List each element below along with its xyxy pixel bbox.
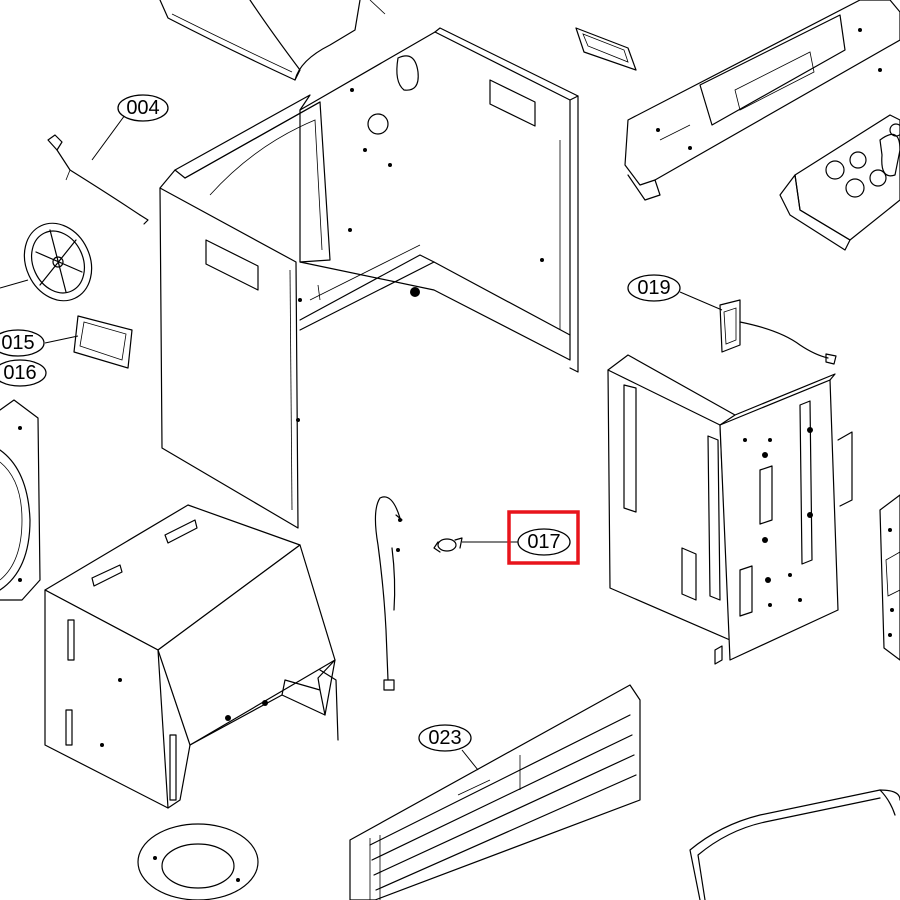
part-017-thermostat [433, 537, 520, 553]
display-knob-board [779, 114, 900, 251]
callout-023: 023 [418, 724, 472, 752]
callout-016-label: 016 [3, 362, 36, 384]
small-bracket-top [575, 27, 637, 71]
callout-023-label: 023 [428, 727, 461, 749]
callout-015-label: 015 [1, 332, 34, 354]
right-chassis-frame [607, 354, 853, 665]
part-016-side-panel [0, 399, 41, 601]
callout-015: 015 [0, 329, 45, 357]
callout-017: 017 [507, 510, 580, 565]
main-cabinet-shell [159, 27, 579, 529]
control-panel-frame [624, 0, 900, 201]
callout-004-label: 004 [126, 97, 159, 119]
callout-019: 019 [627, 274, 681, 302]
lower-base-housing [44, 504, 339, 809]
part-023-louvre-grille [349, 684, 641, 900]
wire-harness [374, 496, 403, 691]
callout-016: 016 [0, 359, 47, 387]
callout-019-label: 019 [637, 277, 670, 299]
fan-ring [0, 222, 93, 302]
part-019-sensor-board [679, 291, 837, 365]
callout-004: 004 [117, 94, 169, 122]
callout-017-label: 017 [527, 531, 560, 553]
part-015-handle [44, 315, 133, 369]
circular-plate [137, 823, 259, 900]
top-cover-fragment [159, 0, 386, 81]
part-004-sensor-wire [47, 114, 149, 225]
circuit-board-edge [879, 494, 900, 661]
highlight-box [507, 510, 580, 565]
bottom-right-cover [689, 789, 900, 900]
